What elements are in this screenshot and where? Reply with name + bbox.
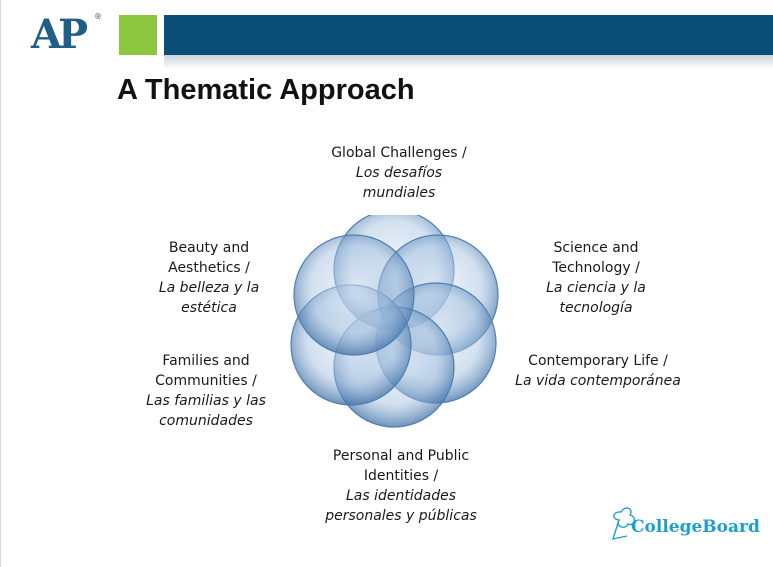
header-bar xyxy=(164,15,773,55)
theme-label-families: Families and Communities / Las familias … xyxy=(131,351,281,431)
theme-label-contemporary-en: Contemporary Life / xyxy=(528,353,668,369)
theme-label-science-es: La ciencia y la tecnología xyxy=(546,280,646,316)
slide-title: A Thematic Approach xyxy=(117,74,415,106)
theme-label-contemporary: Contemporary Life / La vida contemporáne… xyxy=(498,351,698,391)
theme-label-personal-en: Personal and Public Identities / xyxy=(332,448,470,484)
venn-flower-diagram xyxy=(290,215,499,428)
theme-label-global-en: Global Challenges / xyxy=(331,145,467,161)
header-shadow xyxy=(164,55,773,69)
theme-label-science-en: Science and Technology / xyxy=(552,240,640,276)
green-accent-square xyxy=(119,15,157,55)
theme-label-beauty: Beauty and Aesthetics / La belleza y la … xyxy=(139,238,279,318)
theme-label-personal-es: Las identidades personales y públicas xyxy=(325,488,477,524)
theme-label-beauty-es: La belleza y la estética xyxy=(158,280,260,316)
theme-label-contemporary-es: La vida contemporánea xyxy=(515,373,681,389)
theme-label-families-es: Las familias y las comunidades xyxy=(146,393,266,429)
collegeboard-acorn-icon xyxy=(611,507,636,540)
collegeboard-logo-text: CollegeBoard xyxy=(631,517,760,537)
ap-logo: AP xyxy=(31,11,88,58)
theme-label-beauty-en: Beauty and Aesthetics / xyxy=(168,240,250,276)
theme-label-families-en: Families and Communities / xyxy=(155,353,257,389)
theme-label-personal: Personal and Public Identities / Las ide… xyxy=(306,446,496,526)
theme-label-science: Science and Technology / La ciencia y la… xyxy=(531,238,661,318)
theme-label-global-es: Los desafíos mundiales xyxy=(355,165,443,201)
theme-circle-beauty xyxy=(293,234,415,356)
theme-label-global: Global Challenges / Los desafíos mundial… xyxy=(309,143,489,203)
ap-trademark: ® xyxy=(94,12,102,21)
